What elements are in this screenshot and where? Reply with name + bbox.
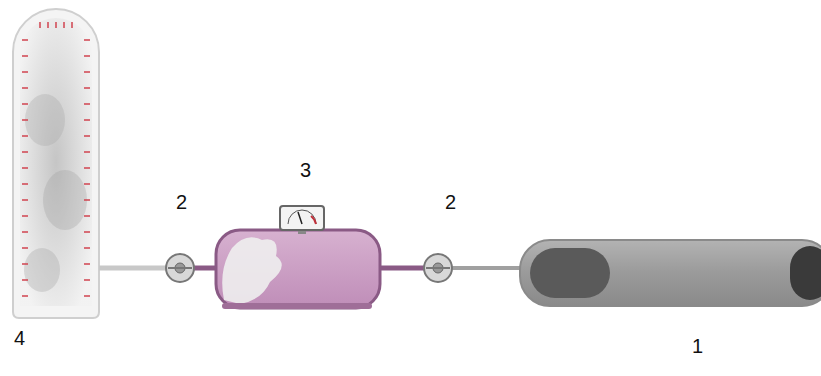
callout-number: 2: [445, 192, 456, 212]
callout-number: 4: [14, 328, 25, 348]
gas-cylinder: [520, 240, 821, 306]
callout-number: 1: [692, 336, 703, 356]
callout-number: 2: [176, 192, 187, 212]
pipe: [99, 266, 166, 271]
pressure-gauge: [280, 206, 324, 234]
chamber: [216, 230, 380, 309]
callout-number: 3: [300, 160, 311, 180]
valve: [424, 254, 452, 282]
pipe: [194, 266, 218, 271]
valve: [166, 254, 194, 282]
pipe: [378, 266, 424, 271]
graduated-container: [13, 9, 99, 318]
pipe: [452, 266, 522, 270]
